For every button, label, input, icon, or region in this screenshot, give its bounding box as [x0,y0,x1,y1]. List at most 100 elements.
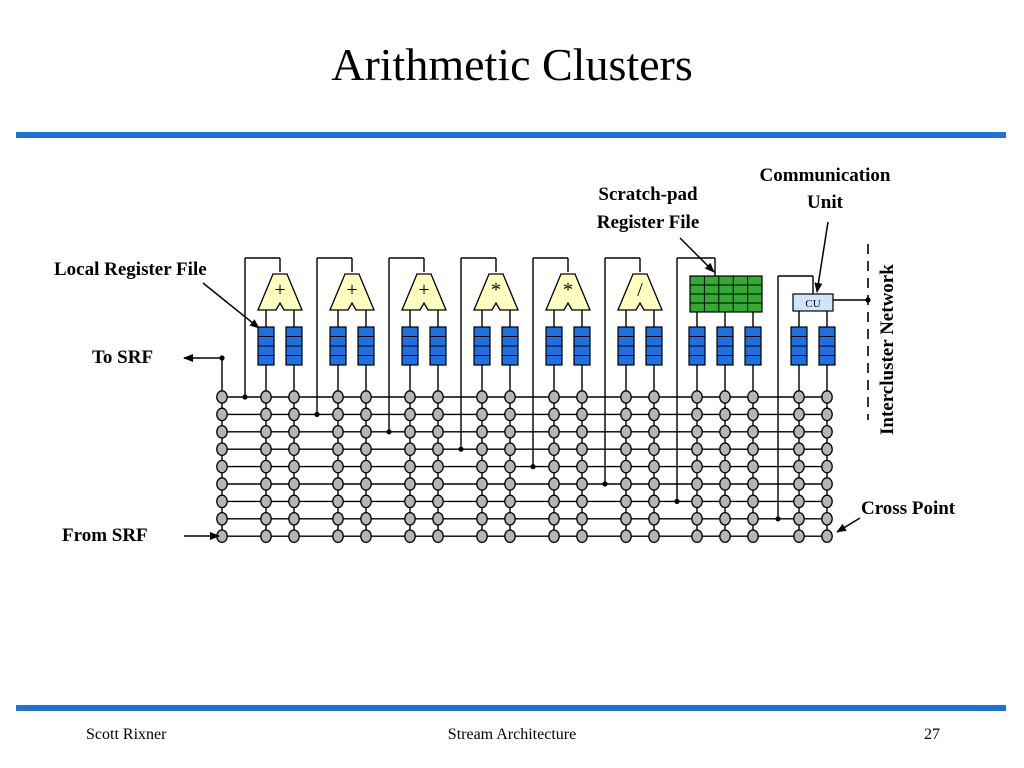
cross-point [216,424,228,439]
scratchpad-register-file [689,275,763,313]
local-register-file [357,326,375,366]
cross-point [476,407,488,422]
cross-point [747,424,759,439]
cross-point [288,511,300,526]
cross-point [719,442,731,457]
communication-unit-label-line1: Communication [760,165,891,186]
cross-point [504,494,516,509]
components: +++**/CU [257,273,836,366]
cross-point [691,511,703,526]
cross-point [504,407,516,422]
alu-unit: + [401,273,447,311]
cross-point [576,494,588,509]
cross-point [216,477,228,491]
cross-point [360,390,372,404]
cross-point [288,442,300,457]
alu-unit: + [257,273,303,311]
cross-point [332,511,344,526]
local-register-file [545,326,563,366]
cross-point [821,390,833,404]
cross-point [821,477,833,491]
local-register-file [257,326,275,366]
local-register-file [329,326,347,366]
cross-point [548,529,560,544]
alu-unit: * [545,273,591,311]
cross-point [260,511,272,526]
cross-point [719,529,731,544]
cross-point [432,477,444,491]
cross-point [648,407,660,422]
cross-point [476,390,488,404]
cross-point [793,494,805,509]
local-register-file [501,326,519,366]
cross-point [360,511,372,526]
cross-point [504,529,516,544]
local-register-file [744,326,762,366]
cross-point [404,390,416,404]
cross-point [747,459,759,474]
cross-point [404,424,416,439]
alu-operator-label: * [563,279,573,301]
wiring [219,244,871,537]
local-register-file [716,326,734,366]
cross-point [260,529,272,544]
cross-point [288,494,300,509]
junction-dot [530,464,536,470]
cross-point [648,424,660,439]
top-divider [16,132,1006,138]
bottom-divider [16,705,1006,711]
cross-point [719,407,731,422]
cross-point [620,477,632,491]
cross-point [576,459,588,474]
cross-point [620,511,632,526]
cross-point [620,442,632,457]
cross-point [821,511,833,526]
local-register-file [401,326,419,366]
local-register-file [617,326,635,366]
cross-point [216,442,228,457]
local-register-file-pointer [202,282,260,329]
cross-point [747,477,759,491]
cross-point [747,529,759,544]
cross-point [288,424,300,439]
cross-point [476,459,488,474]
cross-point [620,424,632,439]
cross-point [432,424,444,439]
cross-point [793,442,805,457]
cross-point [691,442,703,457]
cross-point [260,494,272,509]
cross-point [548,511,560,526]
cross-point [747,442,759,457]
cross-point [216,511,228,526]
cross-point [719,494,731,509]
cross-point [216,459,228,474]
cross-point [260,390,272,404]
cross-point [793,424,805,439]
cross-point [432,442,444,457]
junction-dot [775,516,781,522]
cross-point [719,424,731,439]
cross-point [821,459,833,474]
cross-point [504,511,516,526]
cross-point [476,494,488,509]
junction-dot [386,429,392,435]
alu-unit: + [329,273,375,311]
cross-point [691,477,703,491]
cross-point [476,529,488,544]
cross-point [360,459,372,474]
cross-point [360,442,372,457]
cross-point [288,477,300,491]
cross-point [648,477,660,491]
cross-point [332,407,344,422]
local-register-file [790,326,808,366]
cross-point [548,407,560,422]
cross-point [260,424,272,439]
junction-dot [458,446,464,452]
cross-point [648,529,660,544]
cross-point [719,477,731,491]
alu-unit: / [617,273,663,311]
scratchpad-label-line2: Register File [597,212,700,233]
cross-point [432,390,444,404]
junction-dot [314,411,320,417]
cross-point [793,477,805,491]
